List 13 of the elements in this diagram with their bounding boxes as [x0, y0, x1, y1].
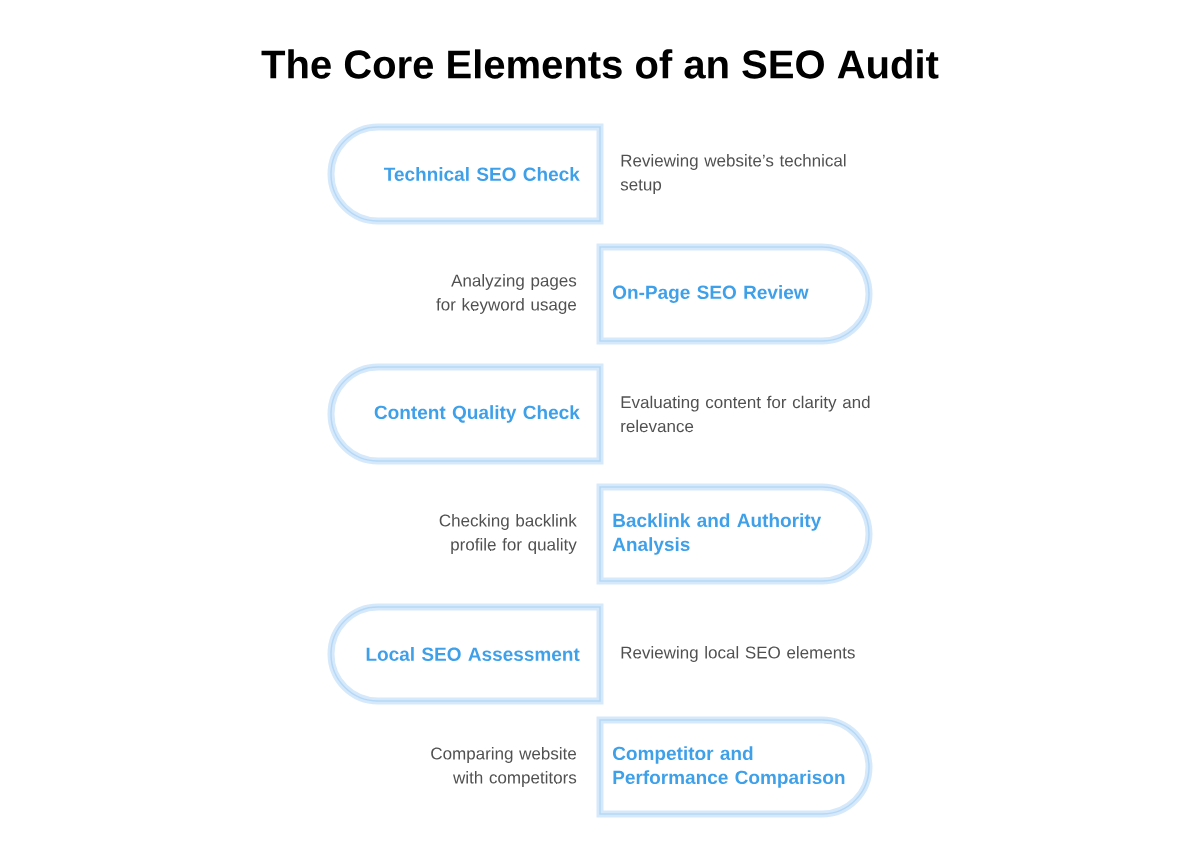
- description: Reviewing local SEO elements: [621, 646, 855, 662]
- description: Comparing website with competitors: [431, 747, 577, 787]
- description: Evaluating content for clarity and relevance: [621, 395, 870, 433]
- description: Analyzing pages for keyword usage: [436, 274, 577, 314]
- pill-box: On-Page SEO Review: [596, 243, 873, 345]
- pill-box: Content Quality Check: [327, 363, 604, 465]
- pill-box: Local SEO Assessment: [327, 603, 604, 705]
- description: Reviewing website’s technical setup: [620, 154, 846, 194]
- description: Checking backlink profile for quality: [439, 514, 577, 554]
- pill-box: Backlink and Authority Analysis: [596, 483, 873, 585]
- title: The Core Elements of an SEO Audit: [261, 49, 939, 79]
- pill-box: Technical SEO Check: [327, 123, 604, 225]
- pill-box: Competitor and Performance Comparison: [596, 716, 873, 818]
